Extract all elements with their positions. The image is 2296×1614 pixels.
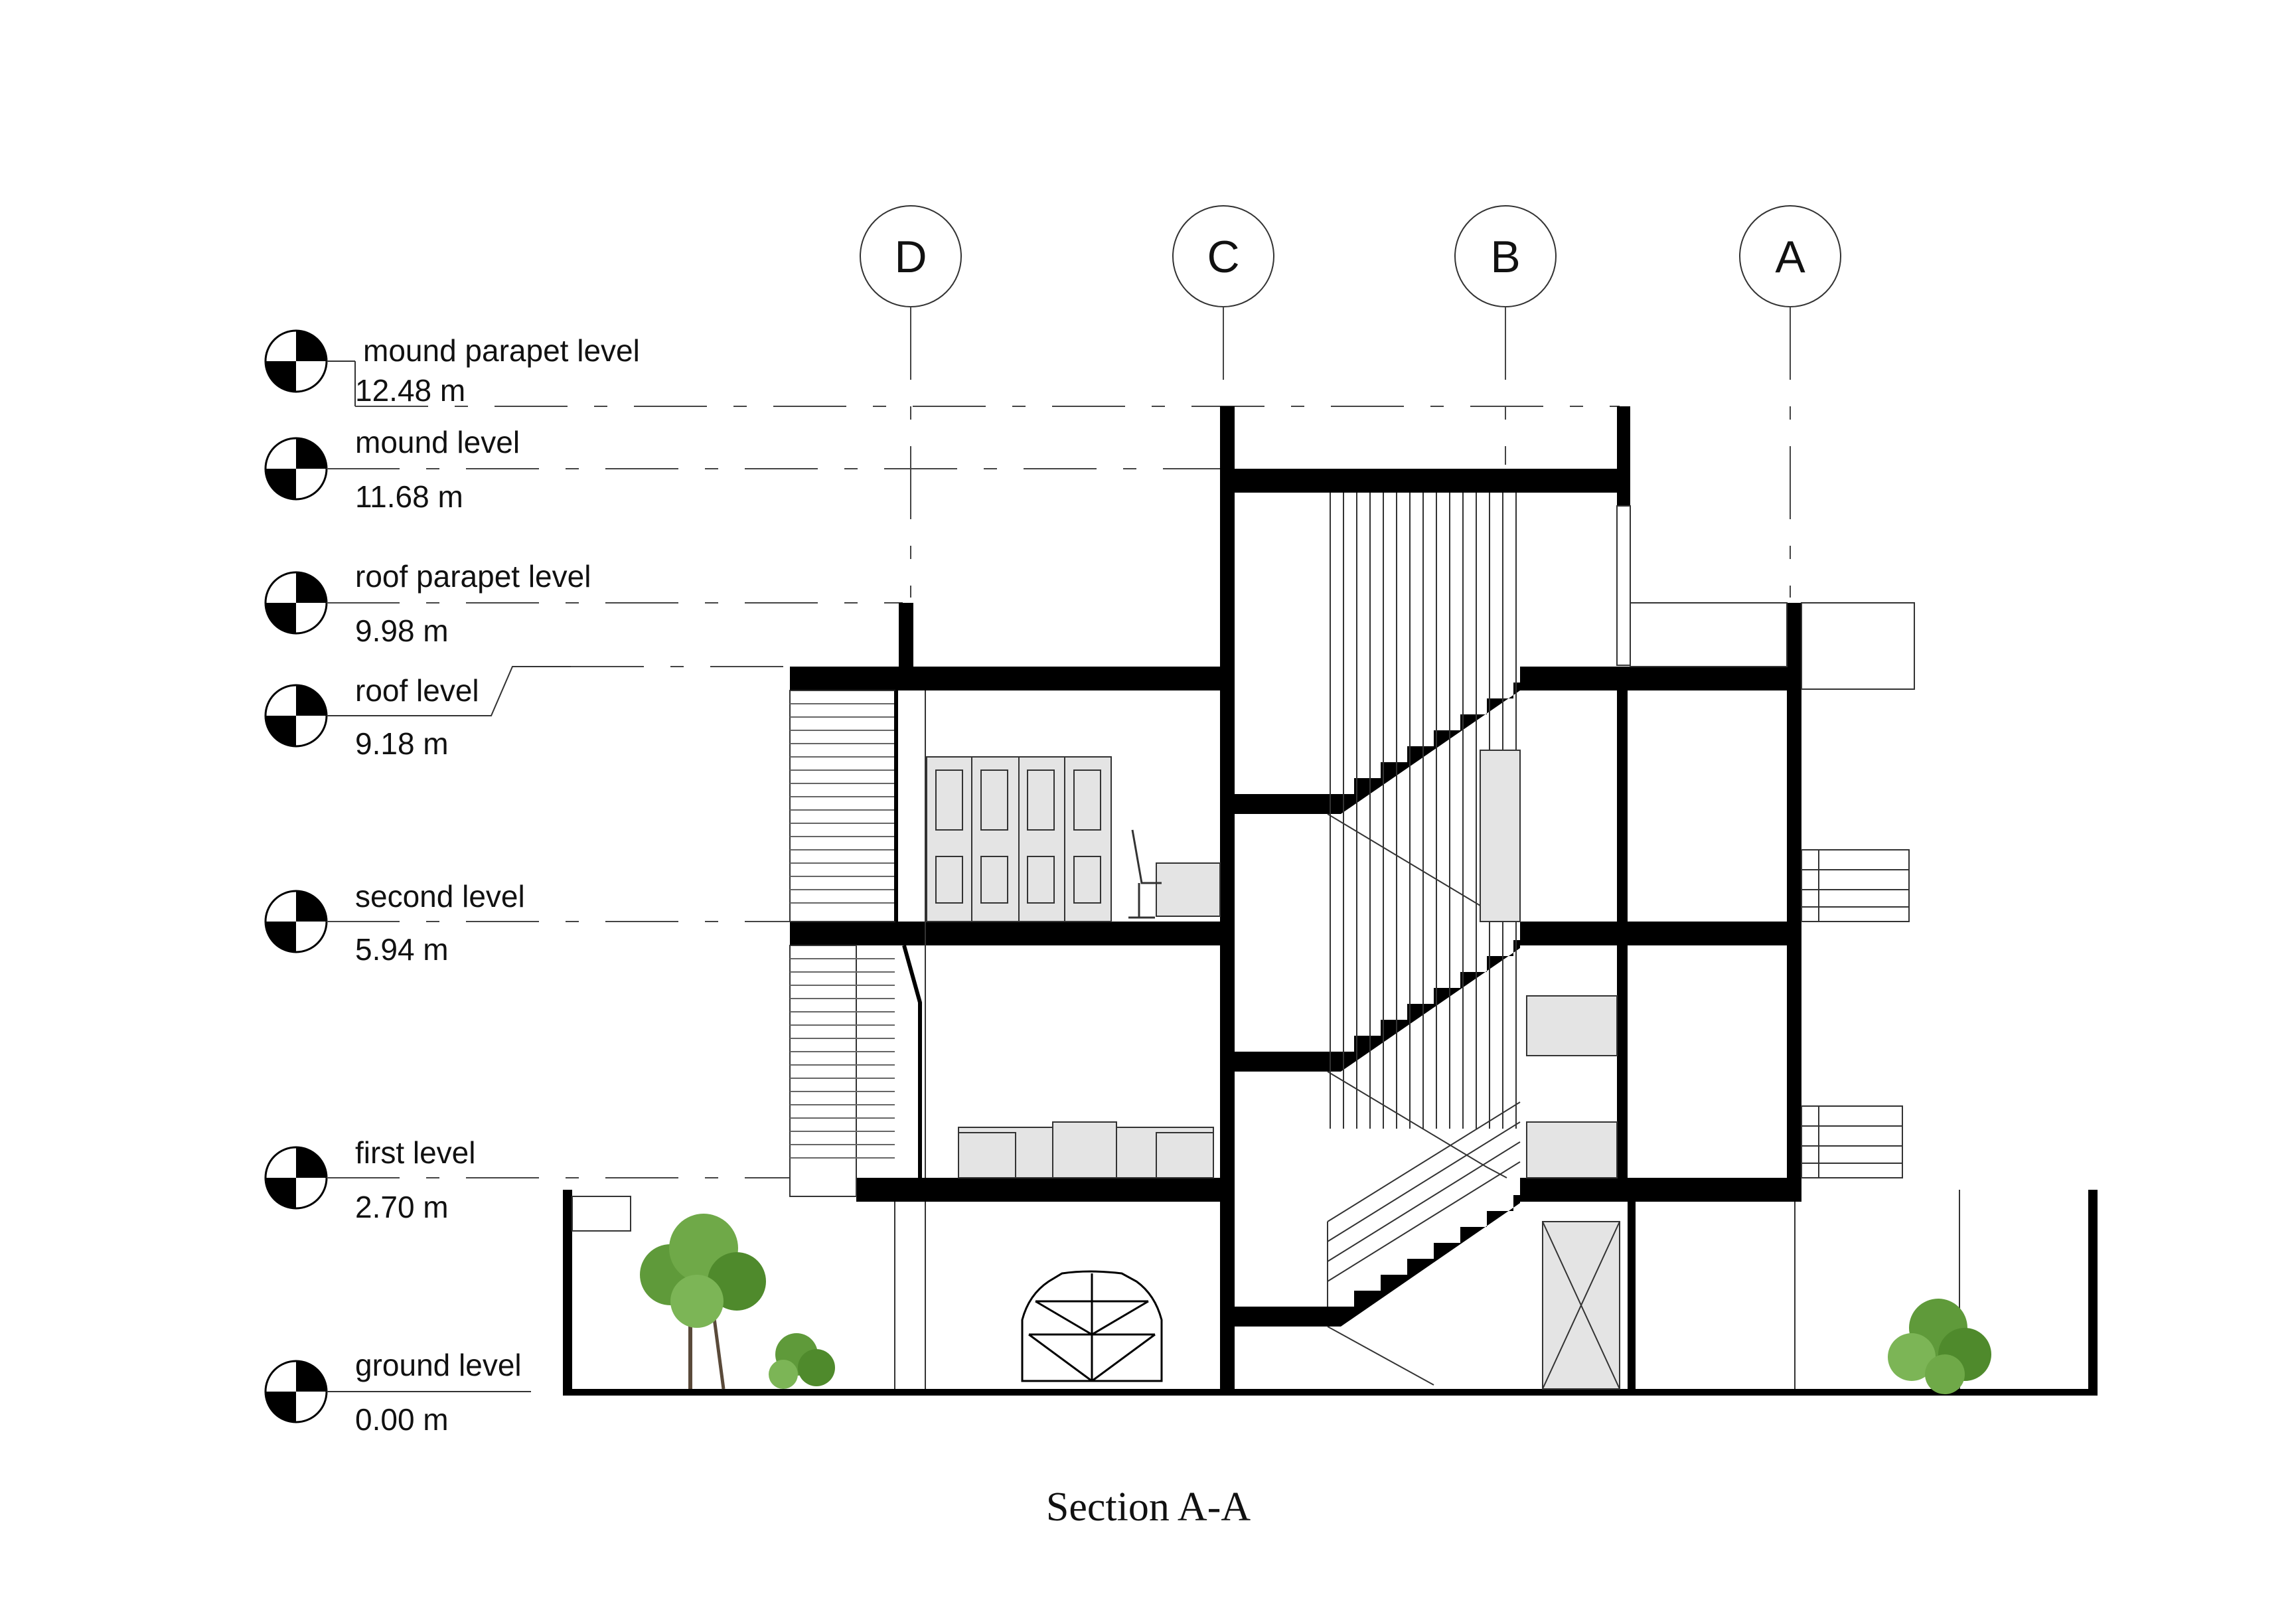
level-value: 9.98 m <box>355 613 449 648</box>
level-name: roof parapet level <box>355 559 591 594</box>
roof-parapet-left <box>899 603 913 669</box>
shrub-icon <box>1888 1299 1991 1394</box>
level-name: ground level <box>355 1348 522 1382</box>
level-datum-icon <box>264 1146 328 1210</box>
level-datum-icon <box>264 329 328 393</box>
level-value: 5.94 m <box>355 932 449 967</box>
level-datum-icon <box>264 437 328 501</box>
level-datum-icon <box>264 890 328 953</box>
roof-slab-left <box>790 667 1221 690</box>
grid-axis-label: B <box>1490 232 1520 282</box>
level-value: 12.48 m <box>355 373 465 408</box>
level-datum-icon <box>264 684 328 748</box>
grid-axis-label: D <box>894 232 927 282</box>
drawing-title: Section A-A <box>1046 1485 1251 1530</box>
stair-landing-lower <box>1235 1307 1328 1327</box>
level-first: first level 2.70 m <box>264 1135 790 1224</box>
level-value: 9.18 m <box>355 726 449 761</box>
stair-landing-middle <box>1235 1052 1328 1072</box>
wardrobe <box>926 756 1112 922</box>
stair-landing-upper <box>1235 794 1328 814</box>
grid-axes: D C B A <box>860 205 1841 598</box>
level-name: first level <box>355 1135 475 1170</box>
roof-slab-right <box>1520 667 1801 690</box>
mound-slab <box>1220 469 1630 493</box>
balcony-railing-upper <box>1801 849 1910 922</box>
shrub-icon <box>769 1333 835 1389</box>
level-datum-icon <box>264 571 328 635</box>
level-name: mound parapet level <box>363 333 640 368</box>
level-name: mound level <box>355 425 520 459</box>
desk <box>1128 829 1221 919</box>
stair-screen-slats <box>1330 493 1517 1129</box>
car-icon <box>1021 1270 1163 1382</box>
level-markers: mound parapet level 12.48 m mound level … <box>264 329 1620 1437</box>
first-slab-left <box>856 1178 1221 1202</box>
grid-axis-label: A <box>1775 232 1805 282</box>
grid-axis-a: A <box>1739 205 1841 598</box>
site-wall-left <box>563 1190 572 1389</box>
grid-axis-d: D <box>860 205 962 598</box>
first-slab-right <box>1520 1178 1801 1202</box>
level-mound-parapet: mound parapet level 12.48 m <box>264 329 1620 408</box>
stair-handrails <box>1327 1101 1521 1307</box>
level-second: second level 5.94 m <box>264 879 790 967</box>
core-wall-c <box>1220 406 1235 1389</box>
balcony-railing-lower <box>1801 1105 1903 1178</box>
facade-louvers <box>789 690 922 1197</box>
level-value: 0.00 m <box>355 1402 449 1437</box>
grid-axis-c: C <box>1172 205 1274 405</box>
level-name: second level <box>355 879 525 914</box>
level-datum-icon <box>264 1360 328 1423</box>
sofa <box>958 1121 1214 1178</box>
level-value: 2.70 m <box>355 1190 449 1224</box>
level-ground: ground level 0.00 m <box>264 1348 531 1437</box>
grid-axis-b: B <box>1454 205 1557 465</box>
roof-parapet-right <box>1787 603 1801 1194</box>
site-wall-right <box>2088 1190 2098 1389</box>
grid-axis-label: C <box>1207 232 1239 282</box>
ground-slab <box>563 1389 2098 1396</box>
building-section <box>563 406 2098 1396</box>
second-slab-left <box>790 922 1221 945</box>
level-value: 11.68 m <box>355 479 463 514</box>
level-mound: mound level 11.68 m <box>264 425 1228 514</box>
second-slab-right <box>1520 922 1801 945</box>
tree-icon <box>640 1214 766 1390</box>
level-name: roof level <box>355 673 479 708</box>
entry-door <box>1542 1221 1620 1390</box>
level-roof-parapet: roof parapet level 9.98 m <box>264 559 903 648</box>
level-roof: roof level 9.18 m <box>264 666 790 761</box>
